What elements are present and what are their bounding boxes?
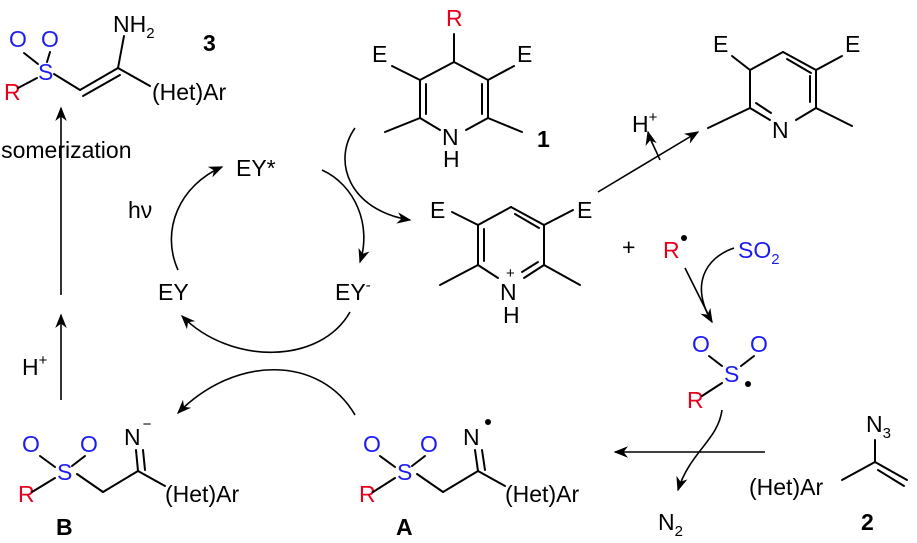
compound-3-sulfur: S bbox=[38, 59, 53, 85]
pyridinium-charge: + bbox=[506, 265, 515, 282]
arrow-ey-minus-to-ey bbox=[180, 311, 351, 353]
compound-3-r-group: R bbox=[4, 79, 21, 105]
compound-a-radical-dot bbox=[485, 419, 491, 425]
pyridinium-nitrogen: N bbox=[500, 279, 517, 305]
photocatalytic-cycle: EY* hν EY EY- bbox=[128, 127, 412, 416]
sulfonyl-radical-r-group: R bbox=[687, 387, 704, 413]
r-radical-dot bbox=[681, 235, 687, 241]
nitrogen-gas: N2 bbox=[658, 509, 683, 540]
compound-2-aryl: (Het)Ar bbox=[749, 474, 823, 500]
arrow-ey-star-to-ey-minus bbox=[321, 169, 370, 264]
compound-b-aryl: (Het)Ar bbox=[165, 481, 239, 507]
compound-3: O O S R NH2 (Het)Ar 3 bbox=[4, 11, 226, 105]
plus-sign: + bbox=[622, 234, 635, 260]
compound-a: O O S R N (Het)Ar A bbox=[359, 419, 579, 540]
arrow-a-to-b bbox=[176, 368, 356, 416]
compound-b-label: B bbox=[56, 514, 73, 540]
compound-3-oxygen-left: O bbox=[9, 26, 27, 52]
compound-b-r-group: R bbox=[18, 481, 35, 507]
sulfonyl-radical: O O S R bbox=[687, 331, 768, 413]
compound-a-r-group: R bbox=[359, 481, 376, 507]
compound-1-r-group: R bbox=[446, 5, 463, 31]
compound-2: N3 (Het)Ar 2 bbox=[749, 411, 908, 535]
arrow-proton-release bbox=[645, 130, 661, 161]
pyridinium-hydrogen: H bbox=[503, 302, 520, 328]
compound-a-aryl: (Het)Ar bbox=[505, 481, 579, 507]
compound-2-bonds bbox=[841, 439, 908, 487]
ey-excited: EY* bbox=[236, 155, 276, 181]
compound-b: O O S R N− (Het)Ar B bbox=[18, 416, 239, 540]
sulfonyl-radical-oxygen-right: O bbox=[750, 331, 768, 357]
compound-b-bonds bbox=[31, 449, 166, 493]
compound-b-oxygen-right: O bbox=[80, 431, 98, 457]
compound-b-sulfur: S bbox=[57, 459, 72, 485]
pyridine-nitrogen: N bbox=[772, 117, 789, 143]
sulfonyl-radical-dot bbox=[745, 381, 751, 387]
compound-b-oxygen-left: O bbox=[22, 431, 40, 457]
pyridinium-bonds bbox=[439, 206, 581, 286]
arrow-n2-release bbox=[676, 409, 723, 492]
compound-1-number: 1 bbox=[537, 126, 550, 152]
compound-3-amine: NH2 bbox=[113, 11, 155, 42]
sulfur-dioxide: SO2 bbox=[738, 237, 780, 268]
compound-3-aryl: (Het)Ar bbox=[152, 79, 226, 105]
compound-a-bonds bbox=[372, 449, 506, 493]
pyridinium-ester-left: E bbox=[430, 197, 445, 223]
compound-1-ester-left: E bbox=[372, 41, 387, 67]
compound-2-number: 2 bbox=[861, 509, 874, 535]
ey-ground: EY bbox=[158, 279, 189, 305]
arrow-pyridinium-to-pyridine bbox=[597, 131, 700, 193]
arrow-ey-to-ey-star bbox=[170, 166, 224, 271]
compound-1-ester-right: E bbox=[517, 41, 532, 67]
pyridinium: E E N + H bbox=[430, 197, 592, 328]
h-plus-left: H+ bbox=[22, 352, 48, 380]
compound-1: R E E N H 1 bbox=[372, 5, 550, 172]
compound-3-bonds bbox=[17, 35, 151, 97]
compound-3-oxygen-right: O bbox=[41, 26, 59, 52]
compound-a-oxygen-left: O bbox=[363, 431, 381, 457]
sulfonyl-radical-oxygen-left: O bbox=[692, 331, 710, 357]
hv-label: hν bbox=[128, 197, 152, 223]
compound-a-oxygen-right: O bbox=[420, 431, 438, 457]
h-plus-top: H+ bbox=[632, 109, 658, 137]
compound-1-hydrogen: H bbox=[443, 146, 460, 172]
compound-a-sulfur: S bbox=[397, 459, 412, 485]
pyridine-ester-right: E bbox=[845, 31, 860, 57]
compound-a-label: A bbox=[396, 514, 413, 540]
compound-3-number: 3 bbox=[203, 30, 216, 56]
isomerization-label: isomerization bbox=[0, 137, 132, 163]
compound-1-bonds bbox=[384, 33, 523, 133]
arrow-hantzsch-oxidation bbox=[344, 127, 412, 224]
compound-1-nitrogen: N bbox=[442, 124, 459, 150]
r-radical: R bbox=[663, 237, 680, 263]
pyridine-bonds bbox=[707, 51, 853, 129]
sulfonyl-radical-bonds bbox=[701, 355, 755, 397]
compound-a-nitrogen: N bbox=[463, 424, 480, 450]
ey-reduced: EY- bbox=[335, 277, 371, 305]
compound-b-nitrogen: N− bbox=[124, 416, 152, 450]
arrow-radical-line bbox=[684, 267, 713, 323]
pyridine-ester-left: E bbox=[713, 31, 728, 57]
pyridinium-ester-right: E bbox=[577, 197, 592, 223]
compound-2-azide: N3 bbox=[866, 411, 891, 442]
sulfonyl-radical-sulfur: S bbox=[724, 361, 739, 387]
pyridine-product: E E N bbox=[707, 31, 860, 143]
